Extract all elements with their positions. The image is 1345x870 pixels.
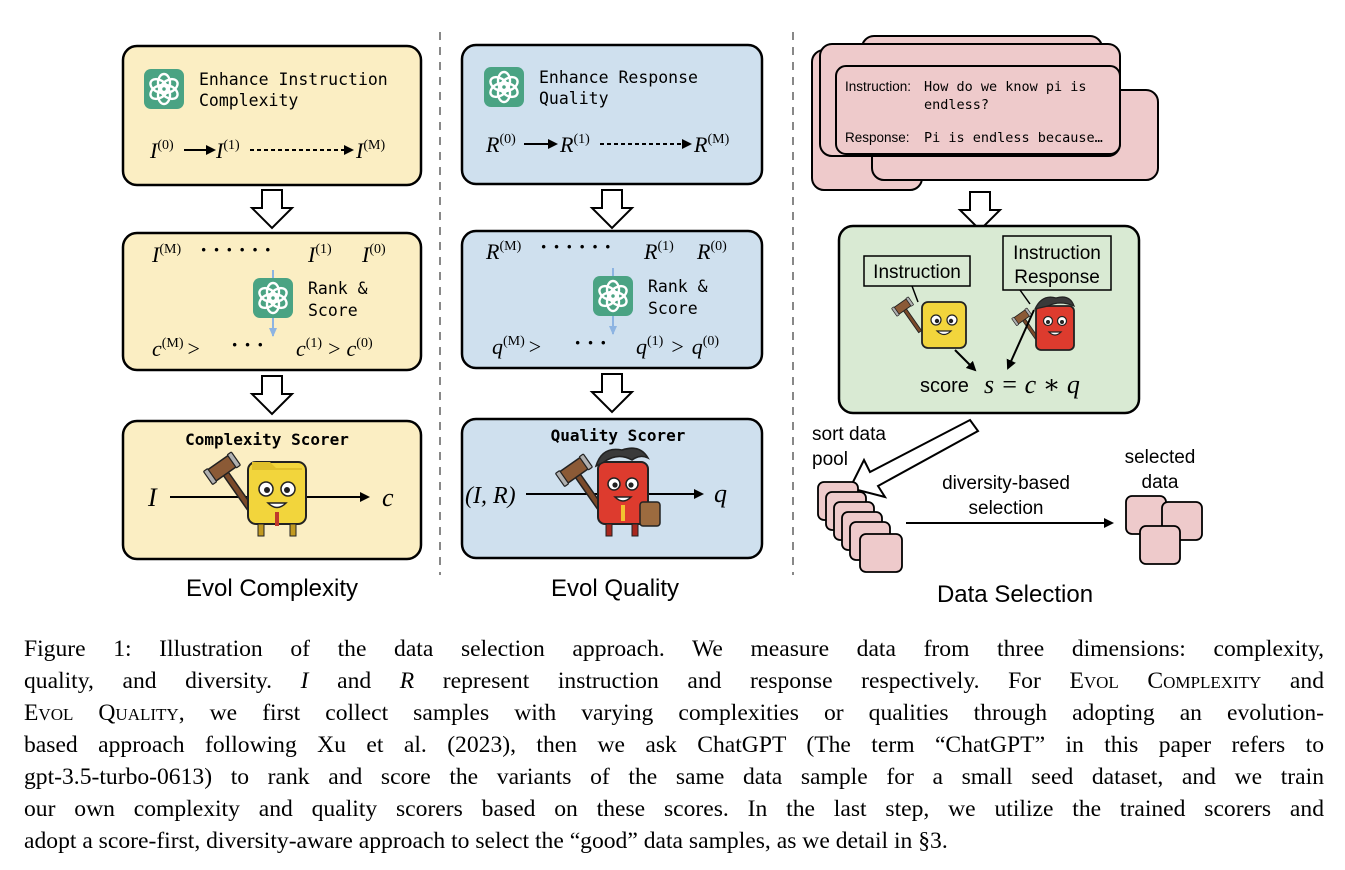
- selected-data-stack: [1125, 495, 1203, 565]
- caption-line-3: Evol Quality, we first collect samples w…: [24, 700, 1324, 726]
- rank-R1: R(1): [643, 239, 674, 264]
- score-q1-q0: q(1)>q(0): [636, 334, 719, 359]
- score-dots: · · ·: [231, 332, 264, 357]
- tag-pointer: [911, 285, 919, 303]
- sort-label-2: pool: [812, 449, 848, 470]
- data-pool-stack: [817, 481, 903, 573]
- caption-line-7: adopt a score-first, diversity-aware app…: [24, 828, 948, 854]
- data-selection-label: Data Selection: [937, 581, 1093, 608]
- instruction-tag-label: Instruction: [873, 262, 961, 283]
- eq-R1: R(1): [559, 132, 590, 157]
- down-arrow-icon: [591, 373, 633, 413]
- card-instruction-text-1: How do we know pi is: [924, 79, 1087, 95]
- rank-RM: R(M): [485, 239, 522, 264]
- rank-score-label-1: Rank &: [648, 277, 708, 296]
- caption-line-4: based approach following Xu et al. (2023…: [24, 732, 1324, 758]
- yellow-judge-small-icon: [891, 296, 967, 349]
- score-word: score: [920, 375, 969, 397]
- to-score-arrow: [1006, 309, 1035, 370]
- chatgpt-logo-icon: [482, 65, 526, 109]
- score-formula: s = c ∗ q: [984, 370, 1080, 399]
- chatgpt-logo-icon: [142, 67, 186, 111]
- card-response-label: Response:: [845, 130, 910, 145]
- eq-I0: I(0): [149, 138, 174, 163]
- chatgpt-logo-icon: [251, 276, 295, 320]
- data-selection-panel: Instruction: How do we know pi is endles…: [811, 35, 1203, 608]
- instruction-tag: [863, 255, 971, 287]
- diversity-label-2: selection: [969, 498, 1044, 519]
- enhance-quality-box: [460, 43, 764, 186]
- ir-tag-label-1: Instruction: [1013, 243, 1101, 264]
- caption-line-1: Figure 1: Illustration of the data selec…: [24, 636, 1324, 662]
- tag-pointer: [1019, 289, 1031, 305]
- eq-I1: I(1): [215, 138, 240, 163]
- score-c1-c0: c(1)>c(0): [296, 336, 373, 361]
- instruction-response-tag: [1002, 235, 1112, 291]
- rank-IM: I(M): [151, 242, 181, 267]
- rank-I0: I(0): [361, 242, 386, 267]
- evol-quality-panel: Enhance Response Quality R(0) R(1) R(M) …: [460, 43, 764, 602]
- rank-dots: · · · · · ·: [200, 237, 272, 262]
- score-dots: · · ·: [574, 330, 607, 355]
- rank-I1: I(1): [307, 242, 332, 267]
- caption-line-2: quality, and diversity. I and R represen…: [24, 668, 1324, 694]
- caption-line-5: gpt-3.5-turbo-0613) to rank and score th…: [24, 764, 1324, 790]
- to-score-arrow: [954, 349, 977, 372]
- enhance-complexity-title-2: Complexity: [199, 91, 298, 110]
- score-cM: c(M)>: [152, 336, 200, 361]
- eq-R0: R(0): [485, 132, 516, 157]
- caption-line-6: our own complexity and quality scorers b…: [24, 796, 1324, 822]
- enhance-complexity-title-1: Enhance Instruction: [199, 70, 388, 89]
- enhance-complexity-box: [121, 44, 423, 187]
- yellow-judge-character-icon: [202, 451, 307, 537]
- selected-label-1: selected: [1125, 447, 1196, 468]
- complexity-scorer-title: Complexity Scorer: [185, 430, 349, 449]
- sort-label-1: sort data: [812, 424, 886, 445]
- scorer-input-I: I: [147, 483, 158, 512]
- enhance-quality-title-2: Quality: [539, 89, 609, 108]
- sort-arrow: [848, 418, 980, 499]
- evol-complexity-panel: Enhance Instruction Complexity I(0) I(1)…: [121, 44, 423, 602]
- scorer-output-c: c: [382, 483, 394, 512]
- selected-label-2: data: [1142, 472, 1179, 493]
- eq-IM: I(M): [355, 138, 385, 163]
- evol-quality-label: Evol Quality: [551, 575, 679, 602]
- down-arrow-icon: [251, 375, 293, 415]
- quality-scorer-title: Quality Scorer: [551, 426, 686, 445]
- scorer-input-IR: (I, R): [465, 483, 516, 509]
- rank-score-label-1: Rank &: [308, 279, 368, 298]
- score-qM: q(M)>: [492, 334, 541, 359]
- red-judge-character-icon: [554, 447, 661, 537]
- enhance-quality-title-1: Enhance Response: [539, 68, 698, 87]
- rank-score-label-2: Score: [648, 299, 698, 318]
- scorer-output-q: q: [714, 479, 727, 508]
- down-arrow-icon: [251, 189, 293, 229]
- evol-complexity-label: Evol Complexity: [186, 575, 358, 602]
- down-arrow-icon: [591, 189, 633, 229]
- down-arrow-icon: [959, 191, 1001, 231]
- ir-tag-label-2: Response: [1014, 267, 1100, 288]
- data-card-front: [835, 65, 1121, 155]
- diversity-label-1: diversity-based: [942, 473, 1070, 494]
- rank-dots: · · · · · ·: [540, 234, 612, 259]
- rank-score-label-2: Score: [308, 301, 358, 320]
- figure-diagram: Enhance Instruction Complexity I(0) I(1)…: [121, 32, 1203, 608]
- rank-R0: R(0): [696, 239, 727, 264]
- chatgpt-logo-icon: [591, 274, 635, 318]
- card-response-text: Pi is endless because…: [924, 130, 1103, 146]
- card-instruction-text-2: endless?: [924, 97, 989, 113]
- eq-RM: R(M): [693, 132, 730, 157]
- figure-caption: Figure 1: Illustration of the data selec…: [24, 633, 1324, 857]
- card-instruction-label: Instruction:: [845, 79, 911, 94]
- red-judge-small-icon: [1011, 296, 1075, 351]
